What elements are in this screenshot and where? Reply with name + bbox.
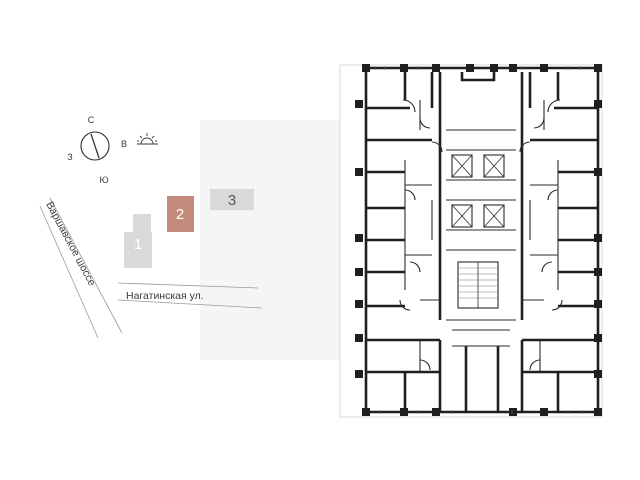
- highway-edge-left: [49, 197, 123, 334]
- window-ticks: [374, 66, 583, 414]
- street-label: Нагатинская ул.: [126, 290, 204, 302]
- building-3-label: 3: [228, 192, 236, 209]
- compass-west-label: З: [67, 152, 72, 162]
- compass: С Ю З В: [67, 115, 158, 185]
- building-3-shape: [210, 189, 254, 210]
- highway-edge-right: [39, 205, 99, 339]
- street-edge-bottom: [117, 299, 263, 309]
- building-2-label: 2: [176, 206, 184, 223]
- building-1-label: 1: [134, 236, 142, 253]
- compass-north-label: С: [88, 115, 95, 125]
- building-3[interactable]: 3: [210, 189, 254, 210]
- compass-east-label: В: [121, 139, 127, 149]
- building-2-shape: [167, 196, 194, 232]
- street-edge-top: [117, 282, 259, 289]
- site-buildings: 1 2 3: [124, 189, 254, 268]
- core-walls: [438, 72, 524, 412]
- right-apartment-walls: [519, 72, 598, 412]
- left-apartment-walls: [366, 72, 443, 412]
- compass-needle: [90, 133, 100, 159]
- building-2[interactable]: 2: [167, 196, 194, 232]
- building-1[interactable]: 1: [124, 214, 152, 268]
- building-1-shape-b: [124, 232, 152, 268]
- compass-ring: [80, 131, 110, 161]
- compass-south-label: Ю: [99, 175, 108, 185]
- perimeter-columns: [355, 64, 602, 416]
- background-block: [200, 120, 340, 360]
- sunrise-icon: [137, 133, 158, 145]
- floor-plan: [339, 64, 603, 418]
